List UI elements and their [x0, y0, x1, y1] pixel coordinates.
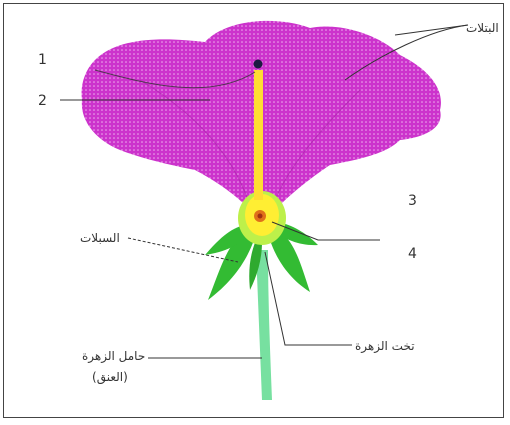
- leader-line-receptacle: [265, 252, 352, 345]
- label-receptacle: تخت الزهرة: [355, 339, 415, 354]
- style-shape: [254, 70, 263, 200]
- label-pedicel-line1: حامل الزهرة: [82, 349, 145, 364]
- label-sepals: السبلات: [80, 231, 120, 245]
- label-4: 4: [408, 246, 417, 262]
- stigma-shape: [254, 60, 263, 69]
- label-3: 3: [408, 193, 417, 209]
- label-2: 2: [38, 93, 47, 109]
- ovule-center: [258, 214, 263, 219]
- label-pedicel-line2: (العنق): [92, 370, 128, 385]
- label-1: 1: [38, 52, 47, 68]
- label-petals: البتلات: [466, 21, 499, 35]
